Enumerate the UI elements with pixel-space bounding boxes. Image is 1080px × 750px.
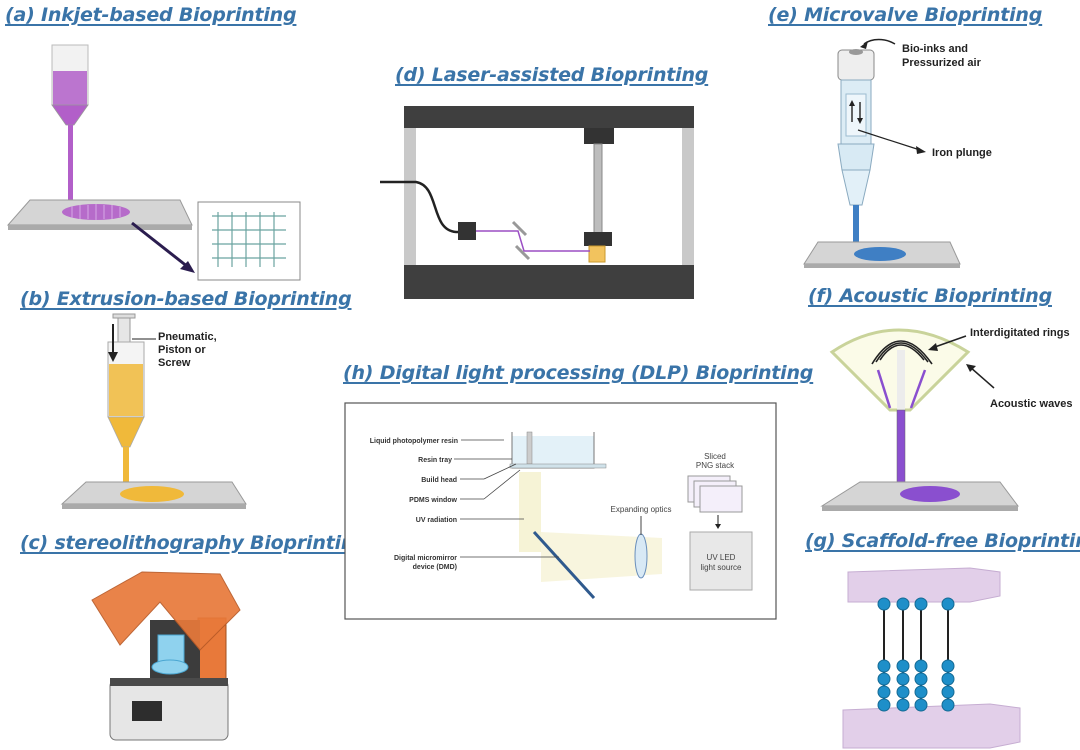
uv-led-source bbox=[689, 531, 753, 591]
label-pdms: PDMS window bbox=[409, 497, 457, 504]
printer-lid bbox=[91, 571, 241, 651]
laser-source bbox=[458, 222, 476, 240]
png-stack bbox=[687, 475, 743, 513]
spheroid-column bbox=[896, 597, 910, 712]
inkjet-nozzle bbox=[51, 44, 89, 205]
microvalve-diagram: Bio-inks and Pressurized air Iron plunge bbox=[803, 38, 992, 268]
printed-part bbox=[151, 634, 189, 675]
label-dmd-2: device (DMD) bbox=[413, 564, 457, 571]
pressure-label-1: Pneumatic, bbox=[158, 331, 217, 343]
microvalve-nozzle bbox=[837, 49, 875, 253]
top-block bbox=[847, 567, 1001, 603]
spheroid bbox=[914, 597, 928, 611]
spheroid bbox=[941, 597, 955, 611]
spheroid-column bbox=[914, 597, 928, 712]
extrusion-plate bbox=[60, 481, 247, 509]
spheroid-columns bbox=[877, 597, 955, 712]
spheroid bbox=[941, 659, 955, 673]
panel-e-title: (e) Microvalve Bioprinting bbox=[768, 4, 1043, 26]
label-stack-1: Sliced bbox=[704, 452, 726, 461]
spheroid bbox=[896, 597, 910, 611]
panel-b-title: (b) Extrusion-based Bioprinting bbox=[20, 288, 352, 310]
inlet-arrow bbox=[863, 38, 896, 45]
label-optics: Expanding optics bbox=[611, 505, 672, 514]
label-uv: UV radiation bbox=[416, 517, 457, 524]
sla-printer-diagram bbox=[91, 571, 241, 741]
plunger-label: Iron plunge bbox=[932, 147, 992, 159]
acoustic-plate bbox=[820, 481, 1019, 511]
pressure-label-3: Screw bbox=[158, 357, 191, 369]
plunger-pointer bbox=[857, 129, 921, 151]
dmd-mirror bbox=[532, 530, 596, 600]
dlp-diagram: Liquid photopolymer resin Resin tray Bui… bbox=[344, 402, 777, 620]
spheroid bbox=[877, 659, 891, 673]
label-led-2: light source bbox=[701, 563, 742, 572]
inkjet-grid-inset bbox=[197, 201, 301, 281]
spheroid bbox=[941, 672, 955, 686]
panel-h-title: (h) Digital light processing (DLP) Biopr… bbox=[343, 362, 814, 384]
printer-base bbox=[109, 678, 229, 741]
spheroid bbox=[941, 698, 955, 712]
label-stack-2: PNG stack bbox=[696, 461, 735, 470]
spheroid bbox=[914, 685, 928, 699]
spheroid bbox=[877, 685, 891, 699]
rings-label: Interdigitated rings bbox=[970, 327, 1070, 339]
spheroid bbox=[896, 698, 910, 712]
label-resin: Liquid photopolymer resin bbox=[370, 438, 458, 445]
inkjet-zoom-arrow bbox=[131, 221, 189, 269]
extrusion-syringe bbox=[107, 313, 145, 502]
print-head-rod bbox=[593, 143, 603, 241]
ribbon-target bbox=[588, 245, 606, 263]
panel-d-title: (d) Laser-assisted Bioprinting bbox=[395, 64, 709, 86]
spheroid bbox=[914, 698, 928, 712]
spheroid bbox=[914, 659, 928, 673]
panel-c-title: (c) stereolithography Bioprinting bbox=[20, 532, 368, 554]
label-build-head: Build head bbox=[421, 477, 457, 484]
pressure-label-2: Piston or bbox=[158, 344, 206, 356]
interdigitated-rings bbox=[871, 340, 933, 365]
spheroid bbox=[941, 685, 955, 699]
frame-top bbox=[404, 106, 694, 128]
laser-beam bbox=[476, 230, 590, 252]
spheroid bbox=[877, 597, 891, 611]
resin-tray bbox=[509, 431, 607, 469]
panel-g-title: (g) Scaffold-free Bioprinting bbox=[805, 530, 1080, 552]
panel-a-title: (a) Inkjet-based Bioprinting bbox=[5, 4, 297, 26]
spheroid-column bbox=[877, 597, 891, 712]
label-tray: Resin tray bbox=[418, 457, 452, 464]
acoustic-diagram: Interdigitated rings Acoustic waves bbox=[820, 327, 1073, 511]
spheroid bbox=[877, 672, 891, 686]
scaffold-free-diagram bbox=[842, 567, 1021, 749]
spheroid bbox=[896, 672, 910, 686]
inlet-label-2: Pressurized air bbox=[902, 57, 982, 69]
spheroid bbox=[914, 672, 928, 686]
microvalve-plate bbox=[803, 241, 961, 268]
spheroid-column bbox=[941, 597, 955, 712]
inlet-label-1: Bio-inks and bbox=[902, 43, 968, 55]
frame-bottom bbox=[404, 265, 694, 299]
spheroid bbox=[877, 698, 891, 712]
label-led-1: UV LED bbox=[707, 553, 736, 562]
label-dmd-1: Digital micromirror bbox=[394, 555, 457, 562]
expanding-optics bbox=[634, 533, 648, 579]
uv-beam bbox=[519, 472, 541, 552]
panel-f-title: (f) Acoustic Bioprinting bbox=[808, 285, 1052, 307]
waves-label: Acoustic waves bbox=[990, 398, 1073, 410]
spheroid bbox=[896, 685, 910, 699]
inkjet-diagram bbox=[6, 44, 301, 281]
laser-cable bbox=[380, 180, 460, 234]
inkjet-print-pattern bbox=[62, 204, 130, 220]
extrusion-diagram: Pneumatic, Piston or Screw bbox=[60, 313, 247, 509]
spheroid bbox=[896, 659, 910, 673]
bottom-block bbox=[842, 703, 1021, 749]
laser-diagram bbox=[380, 106, 694, 299]
